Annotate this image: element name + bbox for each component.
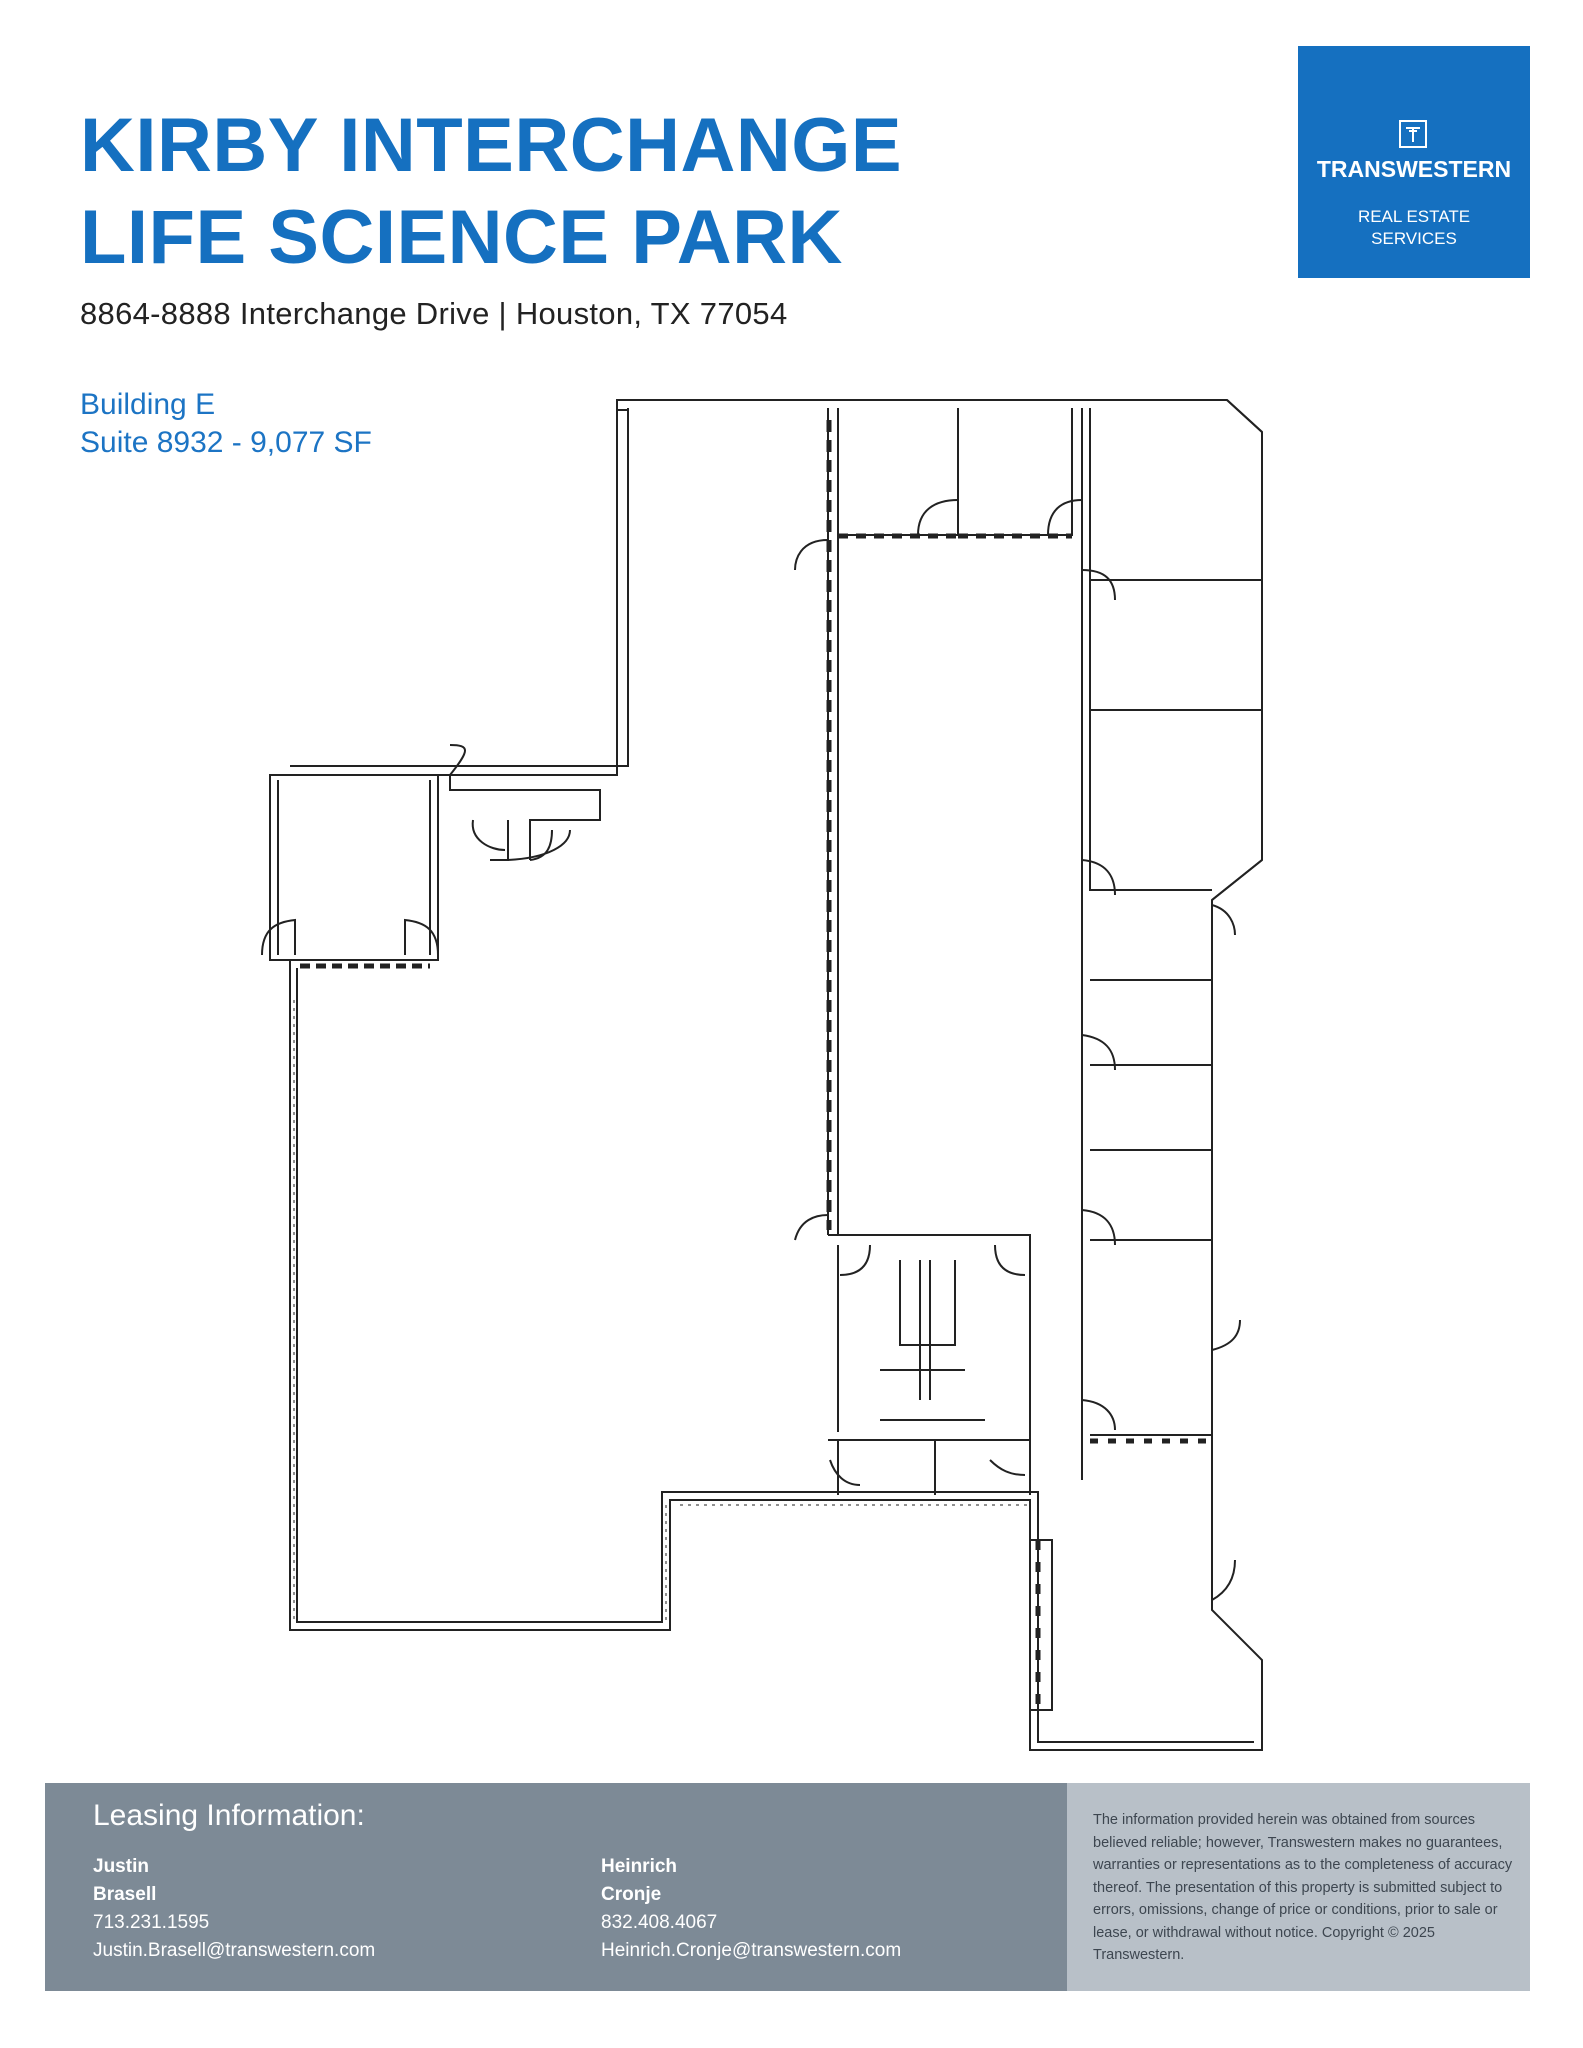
- floor-plan-drawing: [261, 399, 1263, 1751]
- disclaimer-panel: The information provided herein was obta…: [1067, 1783, 1530, 1991]
- disclaimer-text: The information provided herein was obta…: [1093, 1812, 1513, 1963]
- agent-last-name: Cronje: [601, 1884, 662, 1905]
- title-line-1: KIRBY INTERCHANGE: [80, 103, 903, 188]
- logo-subtitle: REAL ESTATE SERVICES: [1298, 206, 1530, 250]
- agent-phone[interactable]: 832.408.4067: [601, 1912, 718, 1933]
- logo-sub-line1: REAL ESTATE: [1357, 207, 1471, 226]
- leasing-panel: Leasing Information: Justin Brasell 713.…: [45, 1783, 1067, 1991]
- building-label: Building E: [80, 388, 216, 421]
- title-line-2: LIFE SCIENCE PARK: [80, 195, 843, 280]
- page-title: KIRBY INTERCHANGE LIFE SCIENCE PARK: [80, 100, 902, 284]
- agent-phone[interactable]: 713.231.1595: [93, 1912, 210, 1933]
- property-address: 8864-8888 Interchange Drive | Houston, T…: [80, 296, 788, 331]
- suite-label: Suite 8932 - 9,077 SF: [80, 426, 372, 459]
- agent-last-name: Brasell: [93, 1884, 157, 1905]
- logo-sub-line2: SERVICES: [1371, 229, 1457, 248]
- agent-card: Justin Brasell 713.231.1595 Justin.Brase…: [93, 1853, 375, 1965]
- agent-email[interactable]: Justin.Brasell@transwestern.com: [93, 1940, 376, 1961]
- agent-first-name: Justin: [93, 1856, 149, 1877]
- transwestern-logo: TRANSWESTERN REAL ESTATE SERVICES: [1298, 46, 1530, 278]
- building-t-icon: [1399, 120, 1427, 148]
- plan-left-room: [270, 774, 439, 961]
- plan-outer-wall: [269, 399, 1263, 1751]
- agent-card: Heinrich Cronje 832.408.4067 Heinrich.Cr…: [601, 1853, 901, 1965]
- leasing-heading: Leasing Information:: [93, 1799, 365, 1832]
- suite-info: Building E Suite 8932 - 9,077 SF: [80, 386, 372, 462]
- agent-first-name: Heinrich: [601, 1856, 678, 1877]
- agent-email[interactable]: Heinrich.Cronje@transwestern.com: [601, 1940, 902, 1961]
- plan-restrooms: [828, 1234, 1031, 1441]
- logo-name: TRANSWESTERN: [1316, 156, 1512, 182]
